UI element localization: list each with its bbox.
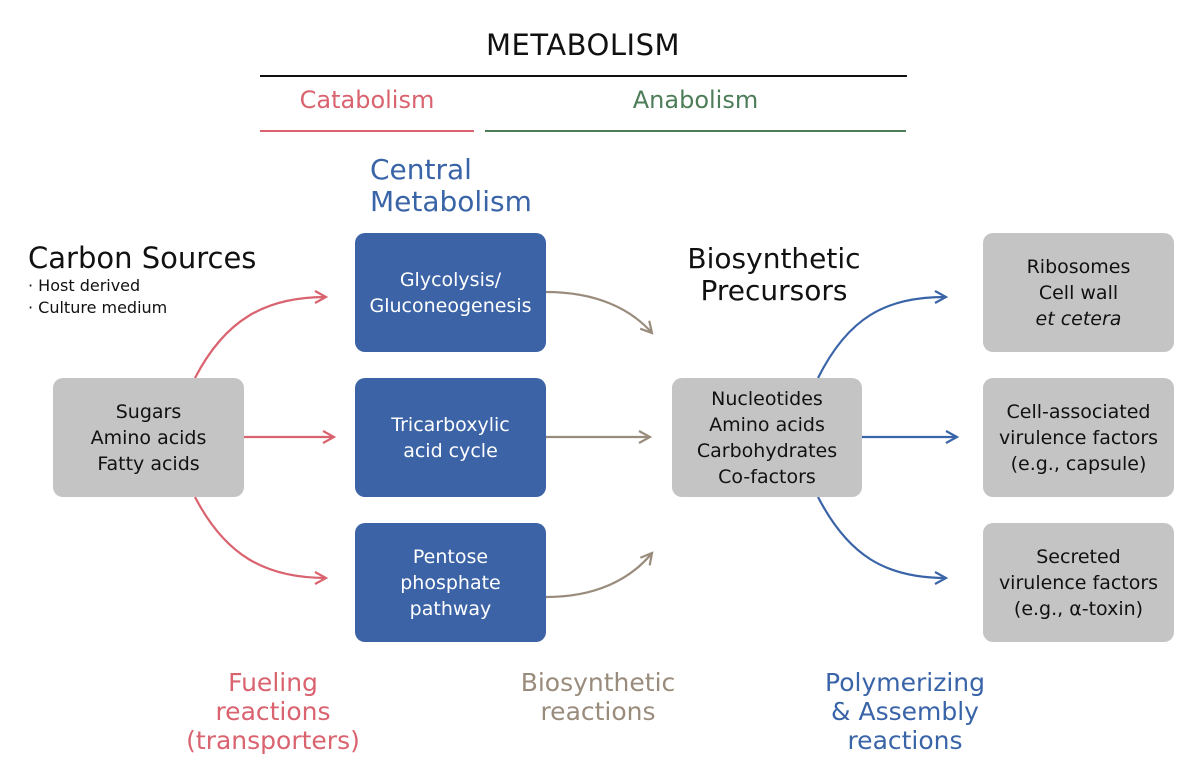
footer-line: Biosynthetic	[520, 668, 676, 697]
box-line: Glycolysis/	[399, 268, 502, 291]
diagram-title: METABOLISM	[486, 28, 680, 62]
tca-cycle-box: Tricarboxylic acid cycle	[355, 378, 546, 497]
central-metabolism-line2: Metabolism	[370, 185, 532, 218]
box-line: virulence factors	[998, 426, 1159, 449]
box-line: Secreted	[1036, 545, 1121, 568]
box-line: Carbohydrates	[696, 439, 838, 462]
box-line: Fatty acids	[97, 452, 200, 475]
footer-line: reactions	[215, 697, 331, 726]
box-line: (e.g., capsule)	[1010, 452, 1147, 475]
anabolism-header: Anabolism	[632, 86, 759, 114]
biosynthetic-precursors-line2: Precursors	[700, 274, 848, 307]
biosynthetic-arrow-bottom	[545, 553, 652, 599]
footer-line: reactions	[540, 697, 656, 726]
box-line: Gluconeogenesis	[369, 294, 532, 317]
box-line: (e.g., α-toxin)	[1013, 597, 1144, 620]
box-line: virulence factors	[998, 571, 1159, 594]
pentose-phosphate-box: Pentose phosphate pathway	[355, 523, 546, 642]
ribosomes-box: Ribosomes Cell wall et cetera	[983, 233, 1174, 352]
box-line: pathway	[409, 597, 492, 620]
box-line: Nucleotides	[711, 387, 823, 410]
footer-line: reactions	[847, 726, 963, 755]
biosynthetic-precursors-label: Biosynthetic Precursors	[664, 243, 884, 307]
biosynthetic-arrow-top	[545, 290, 652, 333]
polymerizing-arrow-top	[817, 297, 946, 379]
carbon-source-bullet: · Culture medium	[28, 298, 168, 317]
footer-line: (transporters)	[186, 726, 360, 755]
cell-associated-virulence-box: Cell-associated virulence factors (e.g.,…	[983, 378, 1174, 497]
carbon-source-box: Sugars Amino acids Fatty acids	[53, 378, 244, 497]
box-line: Sugars	[115, 400, 182, 423]
polymerizing-reactions-label: Polymerizing & Assembly reactions	[790, 668, 1020, 755]
box-line: Cell-associated	[1006, 400, 1151, 423]
central-metabolism-line1: Central	[370, 153, 472, 186]
fueling-reactions-label: Fueling reactions (transporters)	[160, 668, 386, 755]
box-line: Amino acids	[90, 426, 207, 449]
biosynthetic-precursors-line1: Biosynthetic	[687, 242, 861, 275]
footer-line: Fueling	[228, 668, 318, 697]
box-line: acid cycle	[403, 439, 498, 462]
box-line: Pentose	[412, 545, 489, 568]
polymerizing-arrow-bottom	[817, 496, 946, 578]
glycolysis-box: Glycolysis/ Gluconeogenesis	[355, 233, 546, 352]
catabolism-rule	[260, 130, 474, 132]
central-metabolism-label: Central Metabolism	[370, 154, 532, 218]
precursor-box: Nucleotides Amino acids Carbohydrates Co…	[672, 378, 862, 497]
box-line: Cell wall	[1038, 281, 1119, 304]
box-line: Co-factors	[718, 465, 816, 488]
anabolism-rule	[485, 130, 906, 132]
carbon-sources-title: Carbon Sources	[28, 241, 257, 275]
carbon-source-bullet: · Host derived	[28, 276, 141, 295]
box-line: phosphate	[400, 571, 501, 594]
box-line: Tricarboxylic	[391, 413, 510, 436]
box-line: et cetera	[1035, 307, 1122, 330]
catabolism-header: Catabolism	[299, 86, 435, 114]
fueling-arrow-bottom	[194, 496, 326, 578]
box-line: Amino acids	[709, 413, 825, 436]
box-line: Ribosomes	[1026, 255, 1131, 278]
secreted-virulence-box: Secreted virulence factors (e.g., α-toxi…	[983, 523, 1174, 642]
footer-line: & Assembly	[831, 697, 979, 726]
fueling-arrow-top	[194, 297, 326, 379]
footer-line: Polymerizing	[825, 668, 985, 697]
metabolism-rule	[260, 75, 907, 77]
biosynthetic-reactions-label: Biosynthetic reactions	[490, 668, 706, 726]
